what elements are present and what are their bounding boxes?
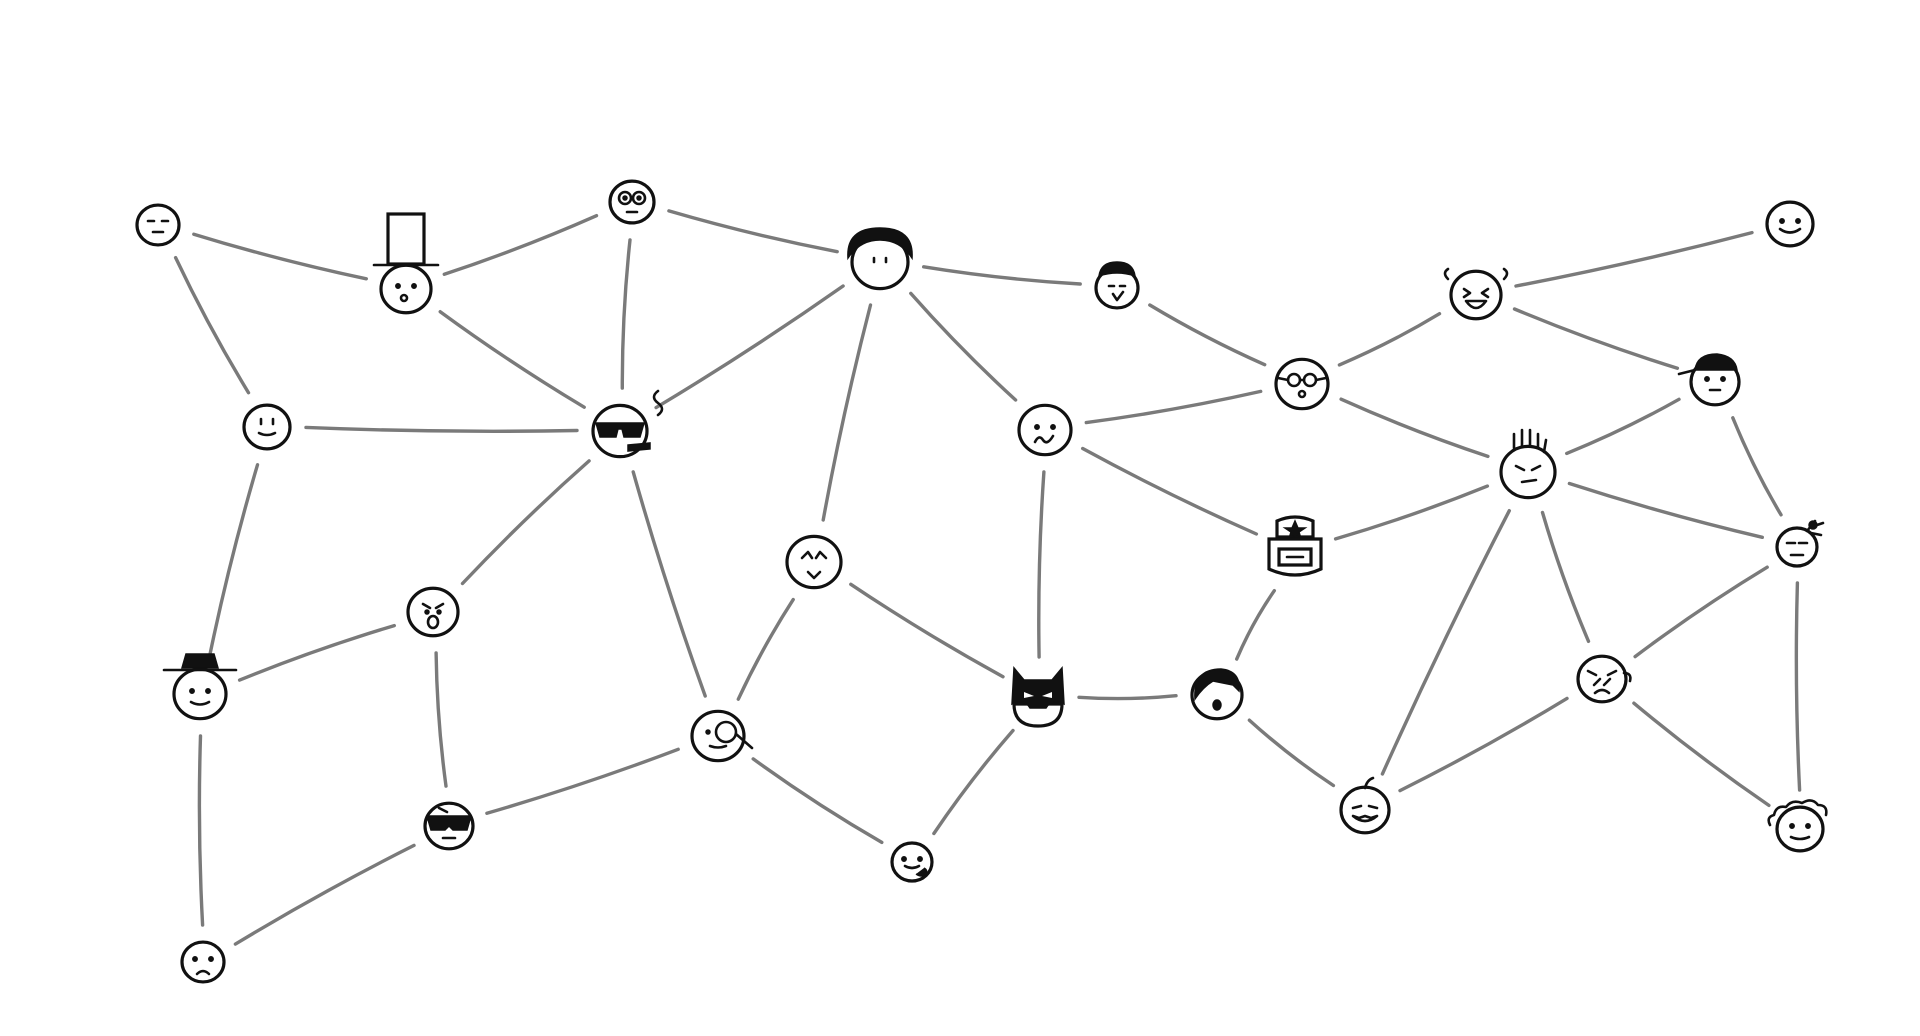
pumpkin-face-icon — [1339, 776, 1391, 835]
edge-n5-n6 — [460, 459, 591, 586]
edge-n20-n23 — [1514, 230, 1754, 288]
edge-n20-n24 — [1512, 307, 1680, 370]
edge-n8-n28 — [233, 843, 416, 946]
laughing-face-icon — [1443, 267, 1509, 321]
edge-n21-n26 — [1540, 510, 1591, 643]
curly-hair-face-icon — [1767, 799, 1828, 853]
flat-hat-face-icon — [162, 653, 238, 721]
edge-n9-n17 — [1084, 389, 1263, 425]
edge-n9-n16 — [1037, 470, 1046, 659]
squinting-face-icon — [785, 534, 843, 590]
edge-n10-n11 — [821, 303, 873, 522]
edge-n10-n14 — [922, 265, 1082, 286]
edge-n12-n13 — [751, 757, 884, 845]
edge-n5-n10 — [654, 284, 845, 410]
sunglasses-cigar-face-icon — [591, 389, 664, 459]
ushanka-star-face-icon — [1267, 515, 1323, 577]
cap-face-icon — [1677, 353, 1741, 407]
edge-n4-n5 — [304, 425, 579, 433]
edge-n16-n13 — [932, 728, 1015, 836]
edge-n14-n17 — [1148, 303, 1267, 367]
top-hat-face-icon — [372, 212, 440, 315]
nodes-layer — [135, 179, 1828, 984]
goggle-eyes-face-icon — [608, 179, 656, 225]
edge-n18-n19 — [1235, 589, 1276, 661]
bearded-smile-face-icon — [890, 841, 934, 883]
edge-n2-n3 — [442, 214, 599, 276]
dark-hair-face-icon — [1190, 668, 1244, 721]
short-hair-face-icon — [1094, 261, 1140, 310]
edge-n7-n28 — [197, 734, 205, 927]
edge-n5-n12 — [631, 470, 707, 698]
surprised-face-icon — [406, 586, 460, 638]
edge-n1-n2 — [192, 232, 368, 281]
edge-n8-n12 — [485, 747, 680, 815]
edge-n2-n5 — [438, 310, 586, 409]
edge-n6-n8 — [434, 651, 448, 788]
frown-face-icon — [180, 940, 226, 984]
topknot-face-icon — [1775, 519, 1825, 568]
monocle-face-icon — [690, 709, 754, 763]
edge-n9-n18 — [1081, 446, 1259, 536]
edge-n6-n7 — [237, 623, 396, 682]
edge-n3-n10 — [667, 209, 839, 254]
edge-n24-n25 — [1731, 416, 1783, 517]
edge-n26-n27 — [1632, 701, 1771, 808]
edge-n21-n22 — [1380, 509, 1511, 776]
worried-face-icon — [1017, 403, 1073, 457]
sleepy-face-icon — [135, 203, 181, 247]
glasses-face-icon — [1274, 357, 1330, 411]
sad-face-icon — [1576, 654, 1632, 704]
bushy-hair-face-icon — [847, 227, 913, 291]
edge-n3-n5 — [620, 238, 632, 390]
edge-n21-n25 — [1567, 481, 1764, 539]
edge-n22-n26 — [1398, 696, 1569, 793]
edge-n17-n21 — [1339, 397, 1490, 459]
edge-n16-n19 — [1077, 694, 1178, 701]
edge-n25-n26 — [1633, 565, 1769, 659]
edge-n18-n21 — [1333, 484, 1490, 541]
edge-n1-n4 — [173, 255, 251, 395]
happy-face-icon — [1765, 200, 1815, 248]
masked-face-icon — [423, 801, 475, 851]
edge-n4-n7 — [208, 463, 260, 655]
smiling-face-icon — [242, 403, 292, 451]
edge-n11-n16 — [849, 582, 1005, 679]
edge-n17-n20 — [1337, 312, 1442, 367]
edge-n11-n12 — [736, 597, 795, 701]
spiky-hair-face-icon — [1499, 428, 1557, 500]
edge-n21-n24 — [1565, 397, 1681, 456]
edge-n19-n22 — [1247, 718, 1336, 788]
edge-n10-n9 — [909, 291, 1018, 402]
batman-mask-icon — [1011, 666, 1065, 728]
edges-layer — [173, 209, 1802, 946]
edge-n25-n27 — [1794, 581, 1802, 792]
